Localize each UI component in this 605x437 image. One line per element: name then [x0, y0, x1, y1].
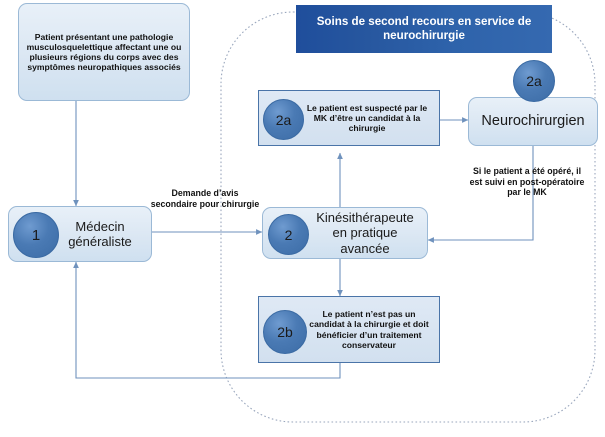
neurochirurgien-box[interactable]: Neurochirurgien: [468, 97, 598, 146]
medecin-generaliste-label: Médecin généraliste: [68, 218, 132, 249]
neurochirurgien-badge: 2a: [513, 60, 555, 102]
demande-avis-text: Demande d’avis secondaire pour chirurgie: [150, 188, 260, 209]
post-operatoire-text: Si le patient a été opéré, il est suivi …: [469, 166, 585, 198]
patient-box-label: Patient présentant une pathologie muscul…: [26, 31, 182, 73]
traitement-conservateur-label: Le patient n’est pas un candidat à la ch…: [309, 309, 429, 350]
medecin-generaliste-box[interactable]: Médecin généraliste: [8, 206, 152, 262]
neurochirurgien-badge-label: 2a: [526, 73, 542, 89]
candidat-chirurgie-label: Le patient est suspecté par le MK d’être…: [306, 102, 428, 134]
neurochirurgien-label: Neurochirurgien: [481, 112, 585, 129]
traitement-conservateur-badge-label: 2b: [277, 324, 293, 340]
demande-avis-label: Demande d’avis secondaire pour chirurgie: [150, 188, 260, 209]
patient-box[interactable]: Patient présentant une pathologie muscul…: [18, 3, 190, 101]
kinesitherapeute-badge: 2: [268, 214, 309, 255]
banner-title: Soins de second recours en service de ne…: [316, 14, 532, 42]
kinesitherapeute-badge-label: 2: [284, 226, 293, 243]
candidat-chirurgie-badge-label: 2a: [275, 111, 292, 128]
post-operatoire-label: Si le patient a été opéré, il est suivi …: [468, 166, 586, 198]
kinesitherapeute-label: Kinésithérapeute en pratique avancée: [316, 210, 414, 256]
secondary-care-banner: Soins de second recours en service de ne…: [296, 5, 552, 53]
traitement-conservateur-badge: 2b: [263, 310, 307, 354]
candidat-chirurgie-badge: 2a: [263, 99, 304, 140]
medecin-generaliste-badge-label: 1: [31, 226, 41, 244]
medecin-generaliste-badge: 1: [13, 212, 59, 258]
